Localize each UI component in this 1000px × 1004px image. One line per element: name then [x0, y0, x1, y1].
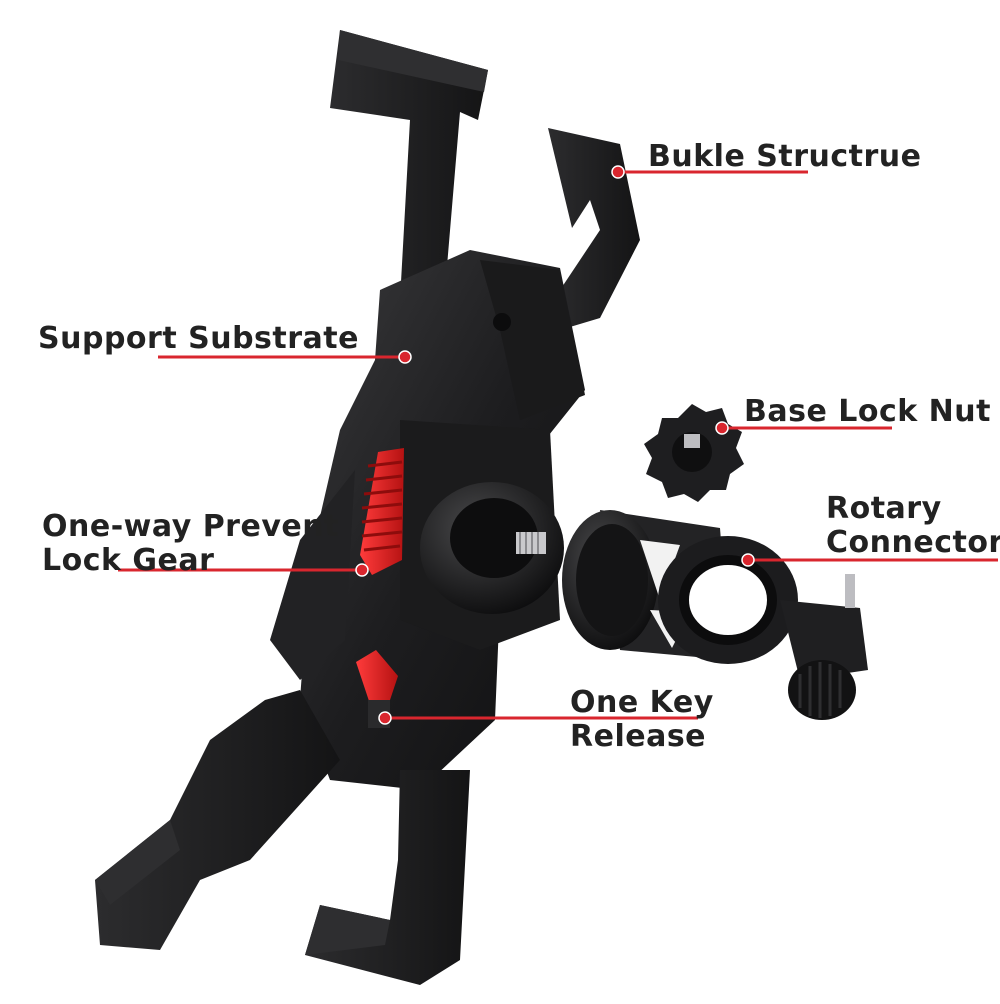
- label-release-line1: One Key: [570, 685, 714, 720]
- label-gear-line1: One-way Prevent: [42, 509, 339, 544]
- holder-body: [95, 30, 640, 985]
- label-rotary-line2: Connector: [826, 525, 1000, 560]
- label-release-line2: Release: [570, 719, 707, 754]
- label-lock-gear: One-way Prevent Lock Gear: [42, 510, 339, 578]
- handlebar-clamp: [562, 510, 868, 720]
- label-base-text: Base Lock Nut: [744, 394, 991, 429]
- label-base-lock-nut: Base Lock Nut: [744, 395, 991, 429]
- label-support-substrate: Support Substrate: [38, 322, 359, 356]
- label-one-key-release: One Key Release: [570, 686, 714, 754]
- label-gear-line2: Lock Gear: [42, 543, 215, 578]
- label-rotary-connector: Rotary Connector: [826, 492, 1000, 560]
- callout-lines: [118, 170, 998, 720]
- red-gear: [360, 448, 404, 575]
- label-support-text: Support Substrate: [38, 321, 359, 356]
- label-bukle-structure: Bukle Structrue: [648, 140, 921, 174]
- label-rotary-line1: Rotary: [826, 491, 942, 526]
- callout-dots: [355, 165, 755, 725]
- lock-nut: [644, 404, 744, 502]
- label-bukle-text: Bukle Structrue: [648, 139, 922, 174]
